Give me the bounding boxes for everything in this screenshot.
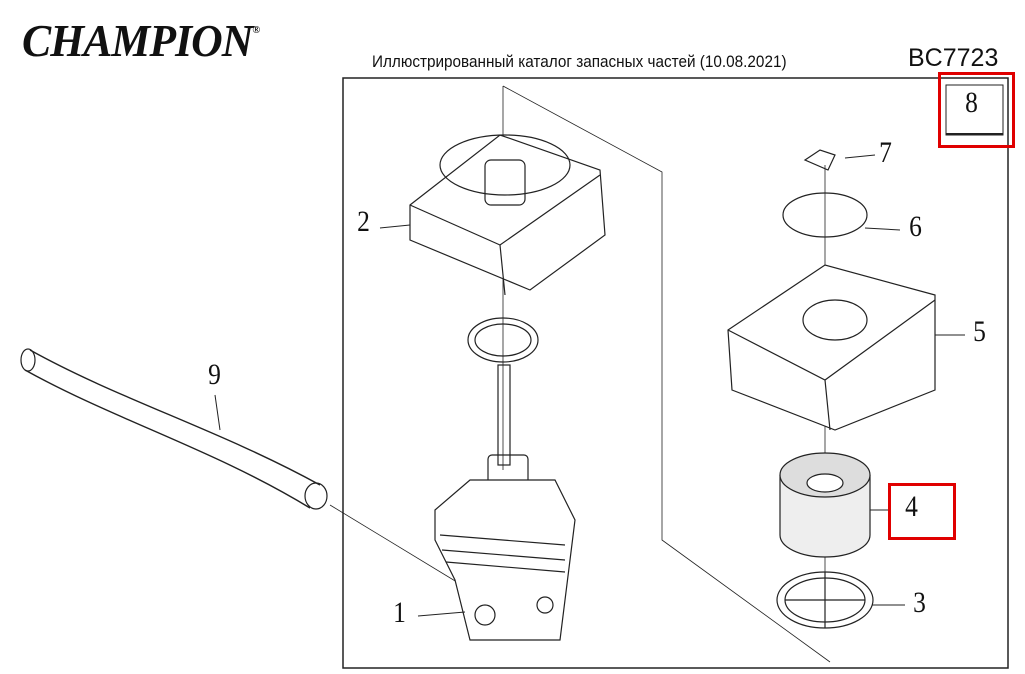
part-4-foam-filter xyxy=(779,452,871,558)
part-1-body xyxy=(434,454,576,641)
part-5-housing xyxy=(727,264,936,431)
registered-mark: ® xyxy=(252,24,260,36)
o-ring xyxy=(467,317,539,363)
callout-5[interactable]: 5 xyxy=(973,315,986,348)
diagram-frame xyxy=(342,77,1009,669)
callout-2[interactable]: 2 xyxy=(357,205,370,238)
callout-9[interactable]: 9 xyxy=(208,358,221,391)
callout-6[interactable]: 6 xyxy=(909,210,922,243)
callout-4[interactable]: 4 xyxy=(905,490,918,523)
catalog-title: Иллюстрированный каталог запасных частей… xyxy=(372,52,787,71)
part-3-plate xyxy=(776,571,874,629)
highlight-page-number xyxy=(938,72,1015,148)
brand-logo: CHAMPION® xyxy=(22,14,260,67)
callout-7[interactable]: 7 xyxy=(879,136,892,169)
part-7-clip xyxy=(803,149,836,171)
shaft xyxy=(497,364,511,466)
callout-1[interactable]: 1 xyxy=(393,596,406,629)
brand-text: CHAMPION xyxy=(22,15,253,66)
model-number: BC7723 xyxy=(908,44,999,72)
assembly-line xyxy=(502,85,831,663)
part-6-washer xyxy=(782,192,868,238)
part-2-cover xyxy=(409,134,606,296)
part-9-hose xyxy=(20,348,328,510)
callout-3[interactable]: 3 xyxy=(913,586,926,619)
highlight-callout-4 xyxy=(888,483,956,540)
page-number: 8 xyxy=(965,86,978,119)
